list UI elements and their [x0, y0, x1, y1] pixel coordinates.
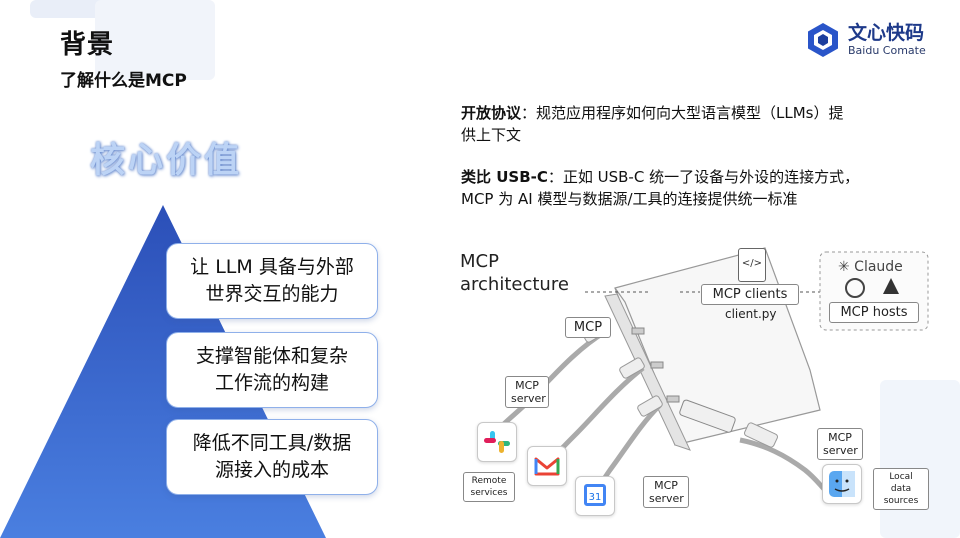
mcp-server-label: MCP server	[643, 476, 689, 508]
page-subtitle: 了解什么是MCP	[60, 71, 187, 91]
term-label: 类比 USB-C	[461, 168, 548, 186]
local-data-sources-label: Local data sources	[873, 468, 929, 510]
card-line: 支撑智能体和复杂	[195, 345, 348, 367]
description-usb-c: 类比 USB-C：正如 USB-C 统一了设备与外设的连接方式， MCP 为 A…	[461, 166, 859, 210]
mcp-label: MCP	[565, 317, 611, 338]
mcp-clients-label: MCP clients	[701, 284, 799, 305]
gmail-icon	[527, 446, 567, 486]
card-line: 世界交互的能力	[205, 283, 339, 305]
mcp-server-label: MCP server	[505, 376, 549, 408]
mcp-architecture-diagram: MCP architecture MCP </> MCP clients cli…	[455, 240, 935, 538]
term-text: ：正如 USB-C 统一了设备与外设的连接方式，	[547, 168, 860, 186]
calendar-day: 31	[584, 484, 606, 506]
calendar-icon: 31	[575, 476, 615, 516]
finder-icon	[822, 464, 862, 504]
remote-services-label: Remote services	[463, 472, 515, 502]
comate-logo-icon	[808, 23, 838, 57]
code-file-icon: </>	[738, 248, 766, 282]
description-open-protocol: 开放协议：规范应用程序如何向大型语言模型（LLMs）提 供上下文	[461, 102, 844, 146]
card-line: 源接入的成本	[214, 459, 329, 481]
card-line: 让 LLM 具备与外部	[190, 256, 354, 278]
mcp-hosts-label: MCP hosts	[829, 302, 919, 323]
card-line: 降低不同工具/数据	[192, 432, 352, 454]
term-text: 供上下文	[461, 126, 522, 144]
local-data-sources-text: Local data sources	[883, 472, 919, 506]
term-text: ：规范应用程序如何向大型语言模型（LLMs）提	[521, 104, 844, 122]
page-title: 背景	[60, 30, 115, 60]
architecture-title-line: MCP	[460, 251, 499, 272]
slack-icon	[477, 422, 517, 462]
architecture-title-line: architecture	[460, 274, 569, 295]
app-host-icon	[883, 278, 899, 294]
core-value-card: 让 LLM 具备与外部 世界交互的能力	[166, 243, 378, 319]
claude-logo: ✳ Claude	[838, 259, 903, 275]
mcp-server-text: MCP server	[511, 379, 546, 405]
term-text: MCP 为 AI 模型与数据源/工具的连接提供统一标准	[461, 190, 798, 208]
background-decoration	[880, 380, 960, 538]
background-decoration	[95, 0, 215, 80]
architecture-title: MCP architecture	[460, 250, 569, 296]
brand-logo: 文心快码 Baidu Comate	[806, 22, 926, 58]
mcp-server-text: MCP server	[823, 431, 858, 457]
core-value-card: 降低不同工具/数据 源接入的成本	[166, 419, 378, 495]
term-label: 开放协议	[461, 104, 522, 122]
mcp-server-label: MCP server	[817, 428, 863, 460]
logo-name-cn: 文心快码	[848, 22, 925, 44]
card-line: 工作流的构建	[214, 372, 329, 394]
mcp-server-text: MCP server	[649, 479, 684, 505]
core-value-card: 支撑智能体和复杂 工作流的构建	[166, 332, 378, 408]
logo-name-en: Baidu Comate	[848, 44, 926, 57]
core-value-heading: 核心价值	[90, 141, 243, 181]
client-file-name: client.py	[725, 307, 777, 321]
remote-services-text: Remote services	[470, 476, 508, 498]
chatgpt-icon	[845, 278, 865, 298]
